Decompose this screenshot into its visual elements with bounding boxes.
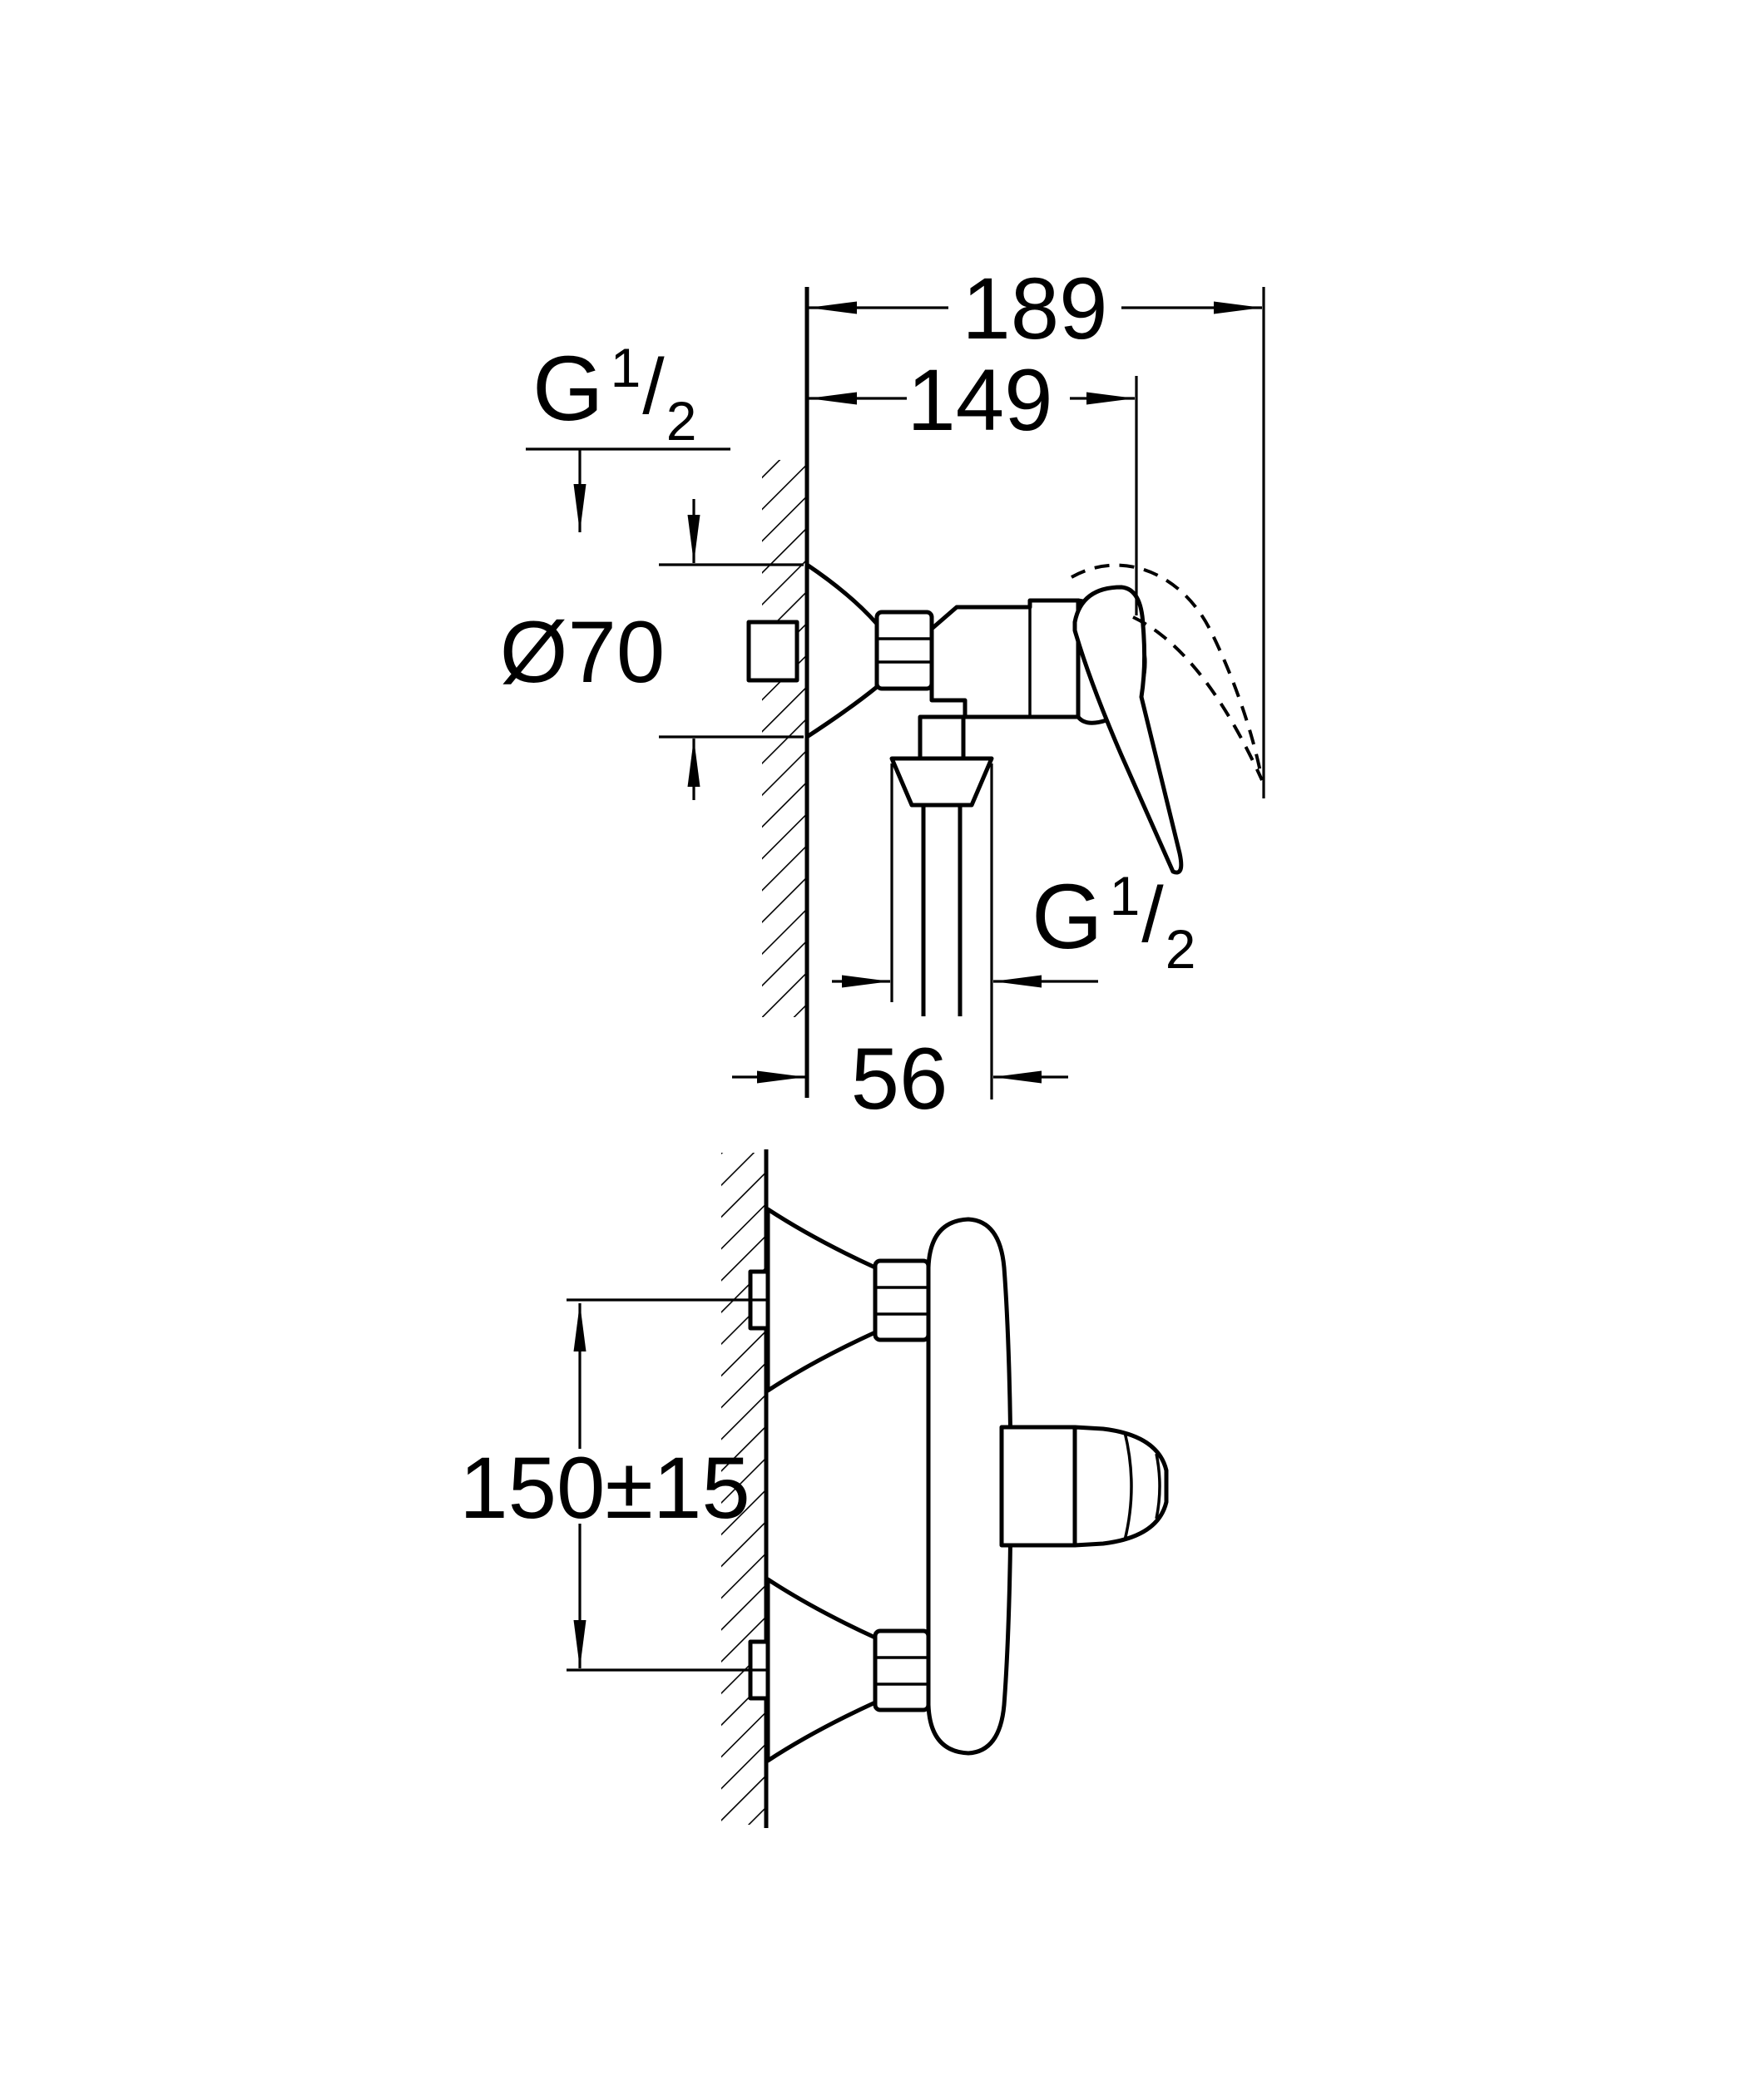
wall-hatching: [721, 1153, 765, 1825]
outlet-stub: [918, 714, 966, 761]
dim-outlet-offset: 56: [732, 1030, 1068, 1128]
dim-handle-reach: 149: [809, 352, 1138, 615]
escutcheon: [804, 562, 879, 739]
union-nut-bottom: [873, 1628, 931, 1712]
dim-inlet-spacing: 150±15: [459, 1298, 770, 1672]
outlet-thread-denominator: 2: [1166, 918, 1196, 980]
inlet-thread-numerator: 1: [611, 337, 641, 398]
inlet-thread-slash: /: [642, 343, 665, 431]
dim-escutcheon-diameter: Ø70: [500, 499, 804, 800]
outlet-thread-slash: /: [1141, 871, 1164, 959]
mixer-body: [926, 1217, 1013, 1756]
dim-189-label: 189: [962, 260, 1107, 358]
dim-70-label: Ø70: [500, 604, 665, 701]
spout-knob-contour: [1123, 1431, 1133, 1541]
supply-stub: [746, 620, 799, 683]
escutcheon-bottom: [765, 1577, 878, 1763]
lever-raised-dashed-outline: [1071, 563, 1264, 781]
dim-150-label: 150±15: [459, 1440, 750, 1537]
union-nut: [874, 610, 934, 691]
dim-total-reach: 189: [809, 260, 1265, 798]
front-view: 150±15: [459, 1149, 1169, 1828]
hose-union-nut: [889, 756, 994, 808]
outlet-thread-letter: G: [1032, 866, 1103, 968]
inlet-thread-denominator: 2: [666, 390, 697, 452]
spout-base: [999, 1425, 1077, 1548]
union-nut-top: [873, 1258, 931, 1342]
valve-body: [929, 598, 1081, 719]
spout-knob-contour: [1155, 1453, 1161, 1519]
lever-raised-dashed-inner: [1132, 615, 1264, 781]
dim-149-label: 149: [907, 352, 1052, 449]
lever-handle: [1072, 585, 1184, 875]
escutcheon-top: [765, 1207, 878, 1393]
inlet-thread-letter: G: [532, 338, 604, 440]
outlet-thread-numerator: 1: [1110, 865, 1141, 926]
wall-hatching: [762, 460, 805, 1017]
spout-knob: [1072, 1425, 1169, 1548]
dim-56-label: 56: [851, 1030, 948, 1128]
